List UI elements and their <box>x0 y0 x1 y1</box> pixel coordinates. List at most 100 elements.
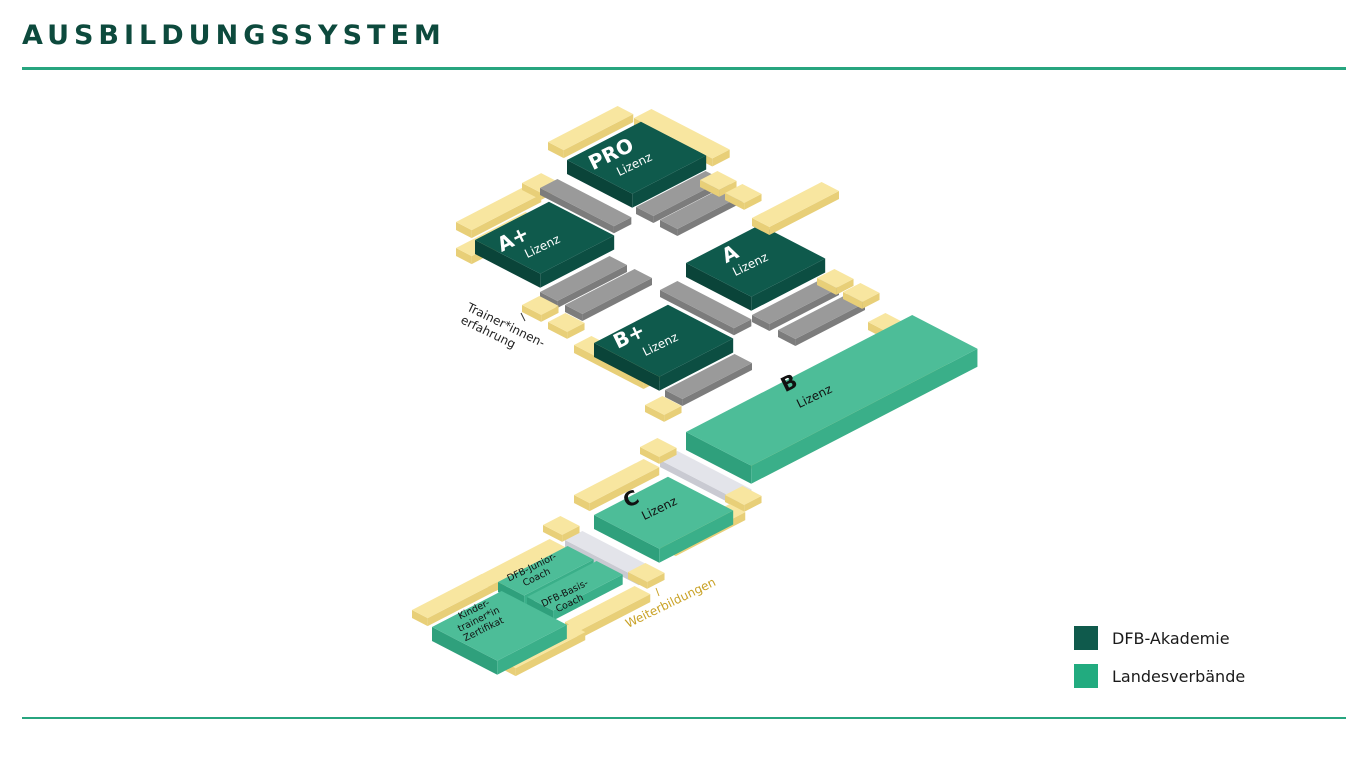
bar-yellow-top <box>456 186 542 231</box>
trainer-experience-pointer <box>520 312 526 322</box>
legend: DFB-Akademie Landesverbände <box>1074 626 1245 702</box>
bar-yellow-side <box>752 218 770 235</box>
bar-yellow-front <box>862 292 880 309</box>
header-divider <box>22 67 1346 70</box>
bar-yellow-side <box>456 222 472 239</box>
weiterbildungen-pointer <box>655 587 660 597</box>
block-basis-coach-front <box>553 574 623 621</box>
bar-yellow-front <box>744 495 762 512</box>
block-junior-coach-top <box>498 546 594 596</box>
block-b-plus-front <box>659 338 734 391</box>
bar-yellow-top <box>548 106 634 151</box>
bar-grey-top <box>540 256 627 301</box>
bar-yellow-front <box>567 322 585 339</box>
legend-item-landesverbaende: Landesverbände <box>1074 664 1245 688</box>
bar-grey-top <box>565 269 652 314</box>
bar-yellow-side <box>574 345 644 389</box>
block-c-front <box>659 510 734 563</box>
block-a-plus-top <box>475 201 615 274</box>
bar-yellow-front <box>562 525 580 542</box>
page-title: AUSBILDUNGSSYSTEM <box>22 20 446 51</box>
block-a-plus-side <box>475 240 541 288</box>
bar-grey-front <box>677 193 747 236</box>
bar-grey-side <box>565 305 583 321</box>
legend-item-dfb-akademie: DFB-Akademie <box>1074 626 1245 650</box>
bar-yellow-front <box>541 305 559 322</box>
block-a-front <box>751 258 826 311</box>
bar-grey-front <box>682 363 752 406</box>
bar-yellow-top <box>480 539 566 584</box>
bar-yellow-top <box>522 296 559 315</box>
bar-yellow-side <box>522 183 542 200</box>
bar-yellow-front <box>836 278 854 295</box>
bar-light-side <box>660 460 734 506</box>
bar-grey-top <box>660 281 752 329</box>
bar-yellow-top <box>752 182 839 227</box>
bar-yellow-front <box>769 191 839 235</box>
bar-yellow-side <box>843 292 863 309</box>
bar-yellow-side <box>628 572 648 589</box>
bar-grey-side <box>636 207 654 223</box>
bar-grey-front <box>733 319 752 336</box>
bar-grey-front <box>653 180 723 223</box>
bar-grey-front <box>582 278 652 321</box>
bar-yellow-side <box>574 495 590 512</box>
footer-divider <box>22 717 1346 719</box>
bar-yellow-side <box>817 278 837 295</box>
bar-yellow-side <box>700 180 720 197</box>
bar-grey-top <box>540 179 632 227</box>
block-b-plus-side <box>594 343 660 391</box>
bar-grey-side <box>660 220 678 236</box>
bar-yellow-front <box>515 632 586 677</box>
block-c-side <box>594 515 660 563</box>
bar-yellow-top <box>700 171 737 190</box>
bar-yellow-side <box>412 610 428 627</box>
bar-yellow-front <box>580 594 651 639</box>
bar-grey-top <box>752 279 839 324</box>
block-b-side <box>686 432 752 484</box>
block-a-top <box>686 224 826 297</box>
bar-yellow-side <box>548 142 564 159</box>
legend-swatch-lv <box>1074 664 1098 688</box>
bar-yellow-top <box>412 574 498 619</box>
bar-yellow-top <box>574 459 660 504</box>
bar-yellow-top <box>543 516 580 535</box>
bar-yellow-top <box>565 586 651 631</box>
bar-yellow-top <box>725 486 762 505</box>
block-c-top <box>594 476 734 549</box>
bar-yellow-side <box>725 495 745 512</box>
block-a-side <box>686 263 752 311</box>
bar-yellow-top <box>725 184 762 203</box>
bar-yellow-front <box>589 467 660 512</box>
bar-yellow-side <box>548 322 568 339</box>
bar-yellow-top <box>645 396 682 415</box>
block-kindertrainer-front <box>497 624 567 675</box>
bar-yellow-front <box>647 572 665 589</box>
block-b-front <box>751 348 978 484</box>
block-pro-side <box>567 160 633 208</box>
bar-grey-side <box>778 330 796 346</box>
bar-yellow-top <box>817 269 854 288</box>
bar-yellow-side <box>640 447 660 464</box>
bar-grey-side <box>660 290 734 336</box>
block-b-top <box>686 315 978 466</box>
bar-grey-side <box>540 188 614 234</box>
bar-yellow-front <box>427 582 498 627</box>
bar-grey-side <box>665 390 683 406</box>
legend-swatch-dfb <box>1074 626 1098 650</box>
bar-yellow-top <box>628 563 665 582</box>
bar-yellow-top <box>548 313 585 332</box>
legend-label: DFB-Akademie <box>1112 628 1230 648</box>
bar-yellow-side <box>522 305 542 322</box>
bar-yellow-front <box>471 194 542 239</box>
bar-yellow-front <box>563 114 634 159</box>
bar-yellow-top <box>640 438 677 457</box>
bar-grey-top <box>778 294 865 339</box>
bar-grey-front <box>613 217 632 234</box>
bar-yellow-front <box>719 180 737 197</box>
block-kindertrainer-top <box>432 591 567 661</box>
bar-yellow-side <box>645 405 665 422</box>
bar-yellow-front <box>659 447 677 464</box>
bar-yellow-front <box>664 405 682 422</box>
